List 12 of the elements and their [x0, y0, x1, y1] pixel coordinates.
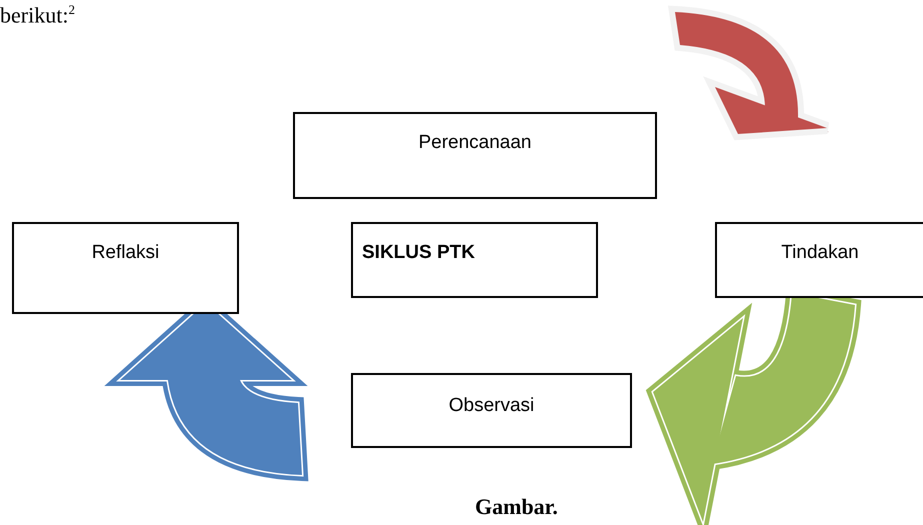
box-label: Perencanaan	[418, 132, 532, 154]
process-box	[351, 373, 632, 448]
box-label: Reflaksi	[92, 242, 160, 264]
text-fragment: berikut:$^{2}$	[0, 2, 75, 28]
box-label: Observasi	[448, 395, 534, 417]
process-box	[715, 222, 923, 298]
figure-caption: Gambar.	[475, 494, 558, 520]
process-box	[12, 222, 239, 314]
process-box	[351, 222, 598, 298]
process-box	[293, 112, 657, 199]
box-label: SIKLUS PTK	[362, 242, 475, 264]
box-label: Tindakan	[781, 242, 859, 264]
